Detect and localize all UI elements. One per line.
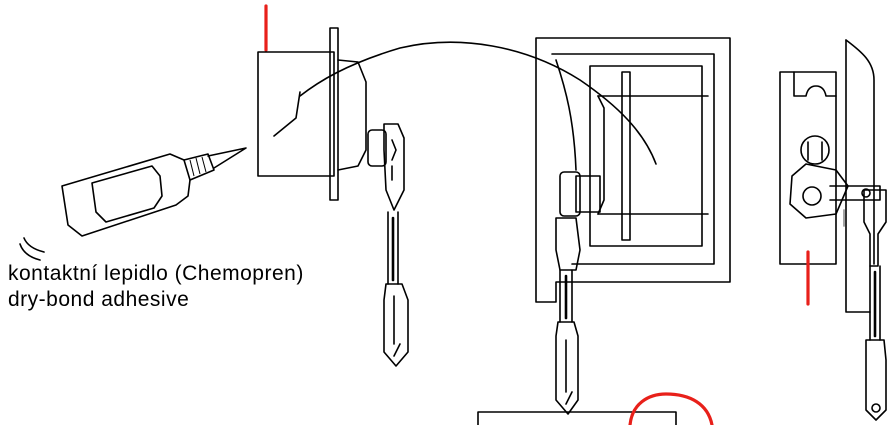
right-pushrod [863, 189, 887, 421]
connecting-cable [299, 41, 657, 165]
receiver-wire [628, 392, 714, 425]
left-servo [257, 4, 367, 201]
adhesive-tube [19, 147, 247, 261]
left-pushrod [367, 123, 409, 367]
right-servo [779, 39, 881, 313]
middle-servo [535, 37, 731, 303]
middle-pushrod [555, 171, 601, 415]
caption-english: dry-bond adhesive [8, 288, 190, 311]
caption-czech: kontaktní lepidlo (Chemopren) [8, 262, 304, 285]
receiver-box [477, 411, 677, 425]
